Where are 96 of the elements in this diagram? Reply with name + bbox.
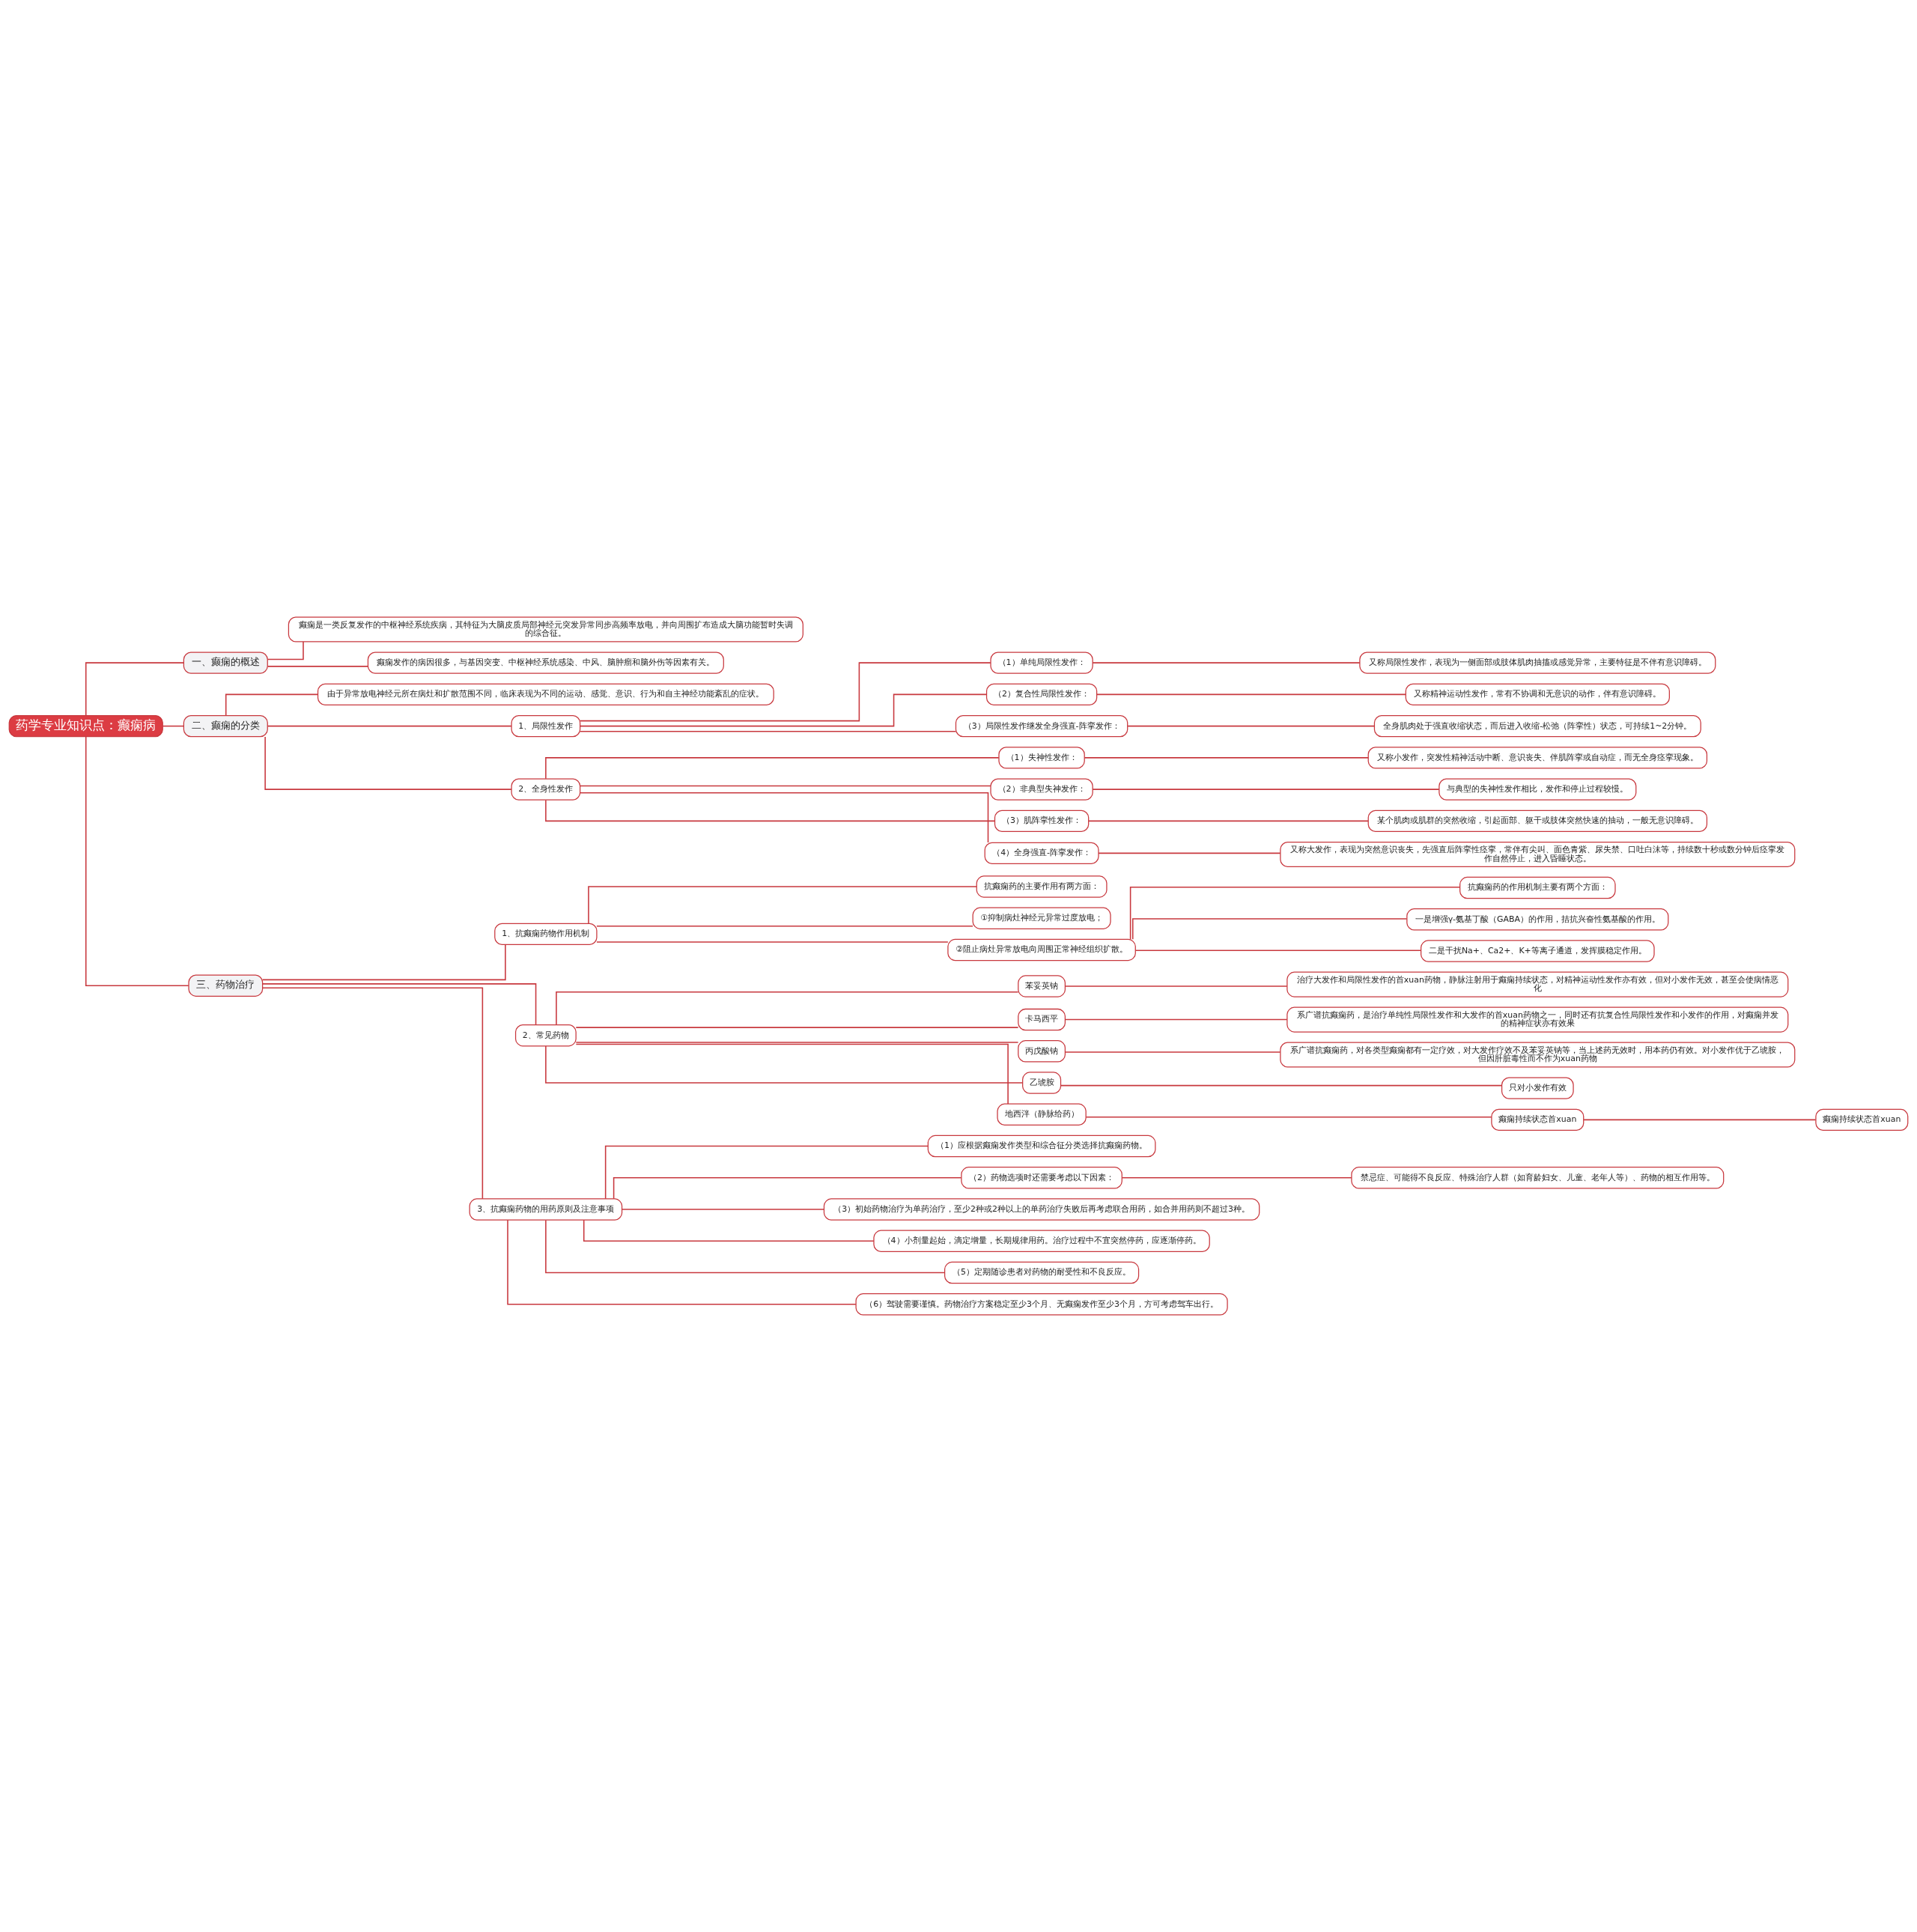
- node-box: 系广谱抗癫痫药，对各类型癫痫都有一定疗效，对大发作疗效不及苯妥英钠等，当上述药无效时，用本药仍有效。对小发作优于乙琥胺，但因肝脏毒性而不作为xuan药物: [1280, 1042, 1796, 1068]
- connector: [1064, 1018, 1288, 1021]
- connector: [545, 1219, 946, 1274]
- node-box: 又称大发作，表现为突然意识丧失，先强直后阵挛性痉挛，常伴有尖叫、面色青紫、尿失禁、口吐白沫等，持续数十秒或数分钟后痉挛发作自然停止，进入昏睡状态。: [1280, 841, 1796, 868]
- connector: [1583, 1119, 1817, 1121]
- connector: [575, 1042, 1019, 1043]
- connector: [583, 1219, 875, 1242]
- node-box: 又称小发作，突发性精神活动中断、意识丧失、伴肌阵挛或自动症，而无全身痉挛现象。: [1367, 747, 1708, 769]
- connector: [1131, 918, 1408, 940]
- node-box: 乙琥胺: [1022, 1072, 1062, 1094]
- connector: [588, 886, 977, 924]
- connector: [262, 987, 484, 1200]
- node-box: 抗癫痫药的作用机制主要有两个方面：: [1459, 876, 1616, 899]
- node-box: 苯妥英钠: [1018, 975, 1066, 997]
- node-box: 一、癫痫的概述: [183, 651, 268, 674]
- node-box: 药学专业知识点：癫痫病: [8, 714, 163, 738]
- node-box: 与典型的失神性发作相比，发作和停止过程较慢。: [1438, 778, 1637, 801]
- connector: [261, 983, 537, 1026]
- node-box: 卡马西平: [1018, 1008, 1066, 1031]
- connector: [575, 1027, 1019, 1028]
- connector: [579, 785, 991, 787]
- connector: [1092, 789, 1440, 790]
- node-box: 由于异常放电神经元所在病灶和扩散范围不同，临床表现为不同的运动、感觉、意识、行为和自主神经功能紊乱的症状。: [317, 683, 774, 706]
- connector: [1064, 985, 1288, 987]
- connector: [1129, 887, 1461, 941]
- connector: [267, 641, 304, 660]
- node-box: 地西泮（静脉给药）: [997, 1103, 1087, 1126]
- node-box: 癫痫是一类反复发作的中枢神经系统疾病，其特征为大脑皮质局部神经元突发异常同步高频率放电，并向周围扩布造成大脑功能暂时失调的综合征。: [288, 616, 803, 643]
- connector: [575, 1043, 1009, 1105]
- node-box: 系广谱抗癫痫药，是治疗单纯性局限性发作和大发作的首xuan药物之一，同时还有抗复合性局限性发作和小发作的作用，对癫痫并发的精神症状亦有效果: [1286, 1006, 1789, 1033]
- node-box: 一是增强γ-氨基丁酸（GABA）的作用，拮抗兴奋性氨基酸的作用。: [1406, 908, 1669, 931]
- connector: [1134, 950, 1422, 952]
- connector: [1084, 757, 1369, 759]
- node-box: （1）单纯局限性发作：: [990, 651, 1093, 674]
- connector: [1096, 693, 1406, 696]
- connector: [545, 799, 996, 822]
- connector: [1092, 662, 1361, 663]
- node-box: 2、常见药物: [514, 1024, 577, 1047]
- node-box: 又称局限性发作，表现为一侧面部或肢体肌肉抽搐或感觉异常，主要特征是不伴有意识障碍。: [1359, 651, 1716, 674]
- node-box: 丙戊酸钠: [1018, 1040, 1066, 1063]
- connector: [579, 792, 989, 843]
- node-box: 1、抗癫痫药物作用机制: [494, 923, 598, 946]
- connector: [579, 693, 988, 727]
- connector: [1060, 1084, 1503, 1087]
- node-box: （5）定期随诊患者对药物的耐受性和不良反应。: [944, 1261, 1140, 1284]
- node-box: 禁忌症、可能得不良反应、特殊治疗人群（如育龄妇女、儿童、老年人等）、药物的相互作用等。: [1351, 1167, 1725, 1189]
- node-box: （4）全身强直-阵挛发作：: [984, 842, 1099, 865]
- connector: [545, 757, 1000, 780]
- node-box: 二是干扰Na+、Ca2+、K+等离子通道，发挥膜稳定作用。: [1421, 940, 1655, 962]
- node-box: （3）肌阵挛性发作：: [994, 809, 1090, 833]
- connector: [556, 991, 1019, 1026]
- connector: [162, 725, 184, 727]
- connector: [1127, 725, 1376, 727]
- connector: [1087, 820, 1369, 822]
- node-box: 2、全身性发作: [511, 778, 581, 801]
- connector: [545, 1045, 1024, 1084]
- node-box: 治疗大发作和局限性发作的首xuan药物，静脉注射用于癫痫持续状态，对精神运动性发作亦有效，但对小发作无效，甚至会使病情恶化: [1286, 971, 1789, 997]
- node-box: 三、药物治疗: [188, 974, 264, 997]
- node-box: （1）失神性发作：: [998, 747, 1085, 769]
- connector: [1085, 1117, 1492, 1118]
- node-box: 只对小发作有效: [1501, 1077, 1574, 1099]
- node-box: 某个肌肉或肌群的突然收缩，引起面部、躯干或肢体突然快速的抽动，一般无意识障碍。: [1367, 809, 1708, 833]
- connector: [85, 736, 189, 986]
- connector: [1098, 852, 1281, 854]
- node-box: （2）药物选项时还需要考虑以下因素：: [961, 1167, 1122, 1189]
- node-box: 全身肌肉处于强直收缩状态，而后进入收缩-松弛（阵挛性）状态，可持续1~2分钟。: [1373, 714, 1701, 738]
- connector: [579, 730, 957, 732]
- connector: [596, 926, 973, 927]
- node-box: （3）初始药物治疗为单药治疗，至少2种或2种以上的单药治疗失败后再考虑联合用药，如合并用药则不超过3种。: [823, 1198, 1260, 1221]
- node-box: ①抑制病灶神经元异常过度放电；: [972, 907, 1111, 929]
- node-box: （2）非典型失神发作：: [990, 778, 1093, 801]
- node-box: 又称精神运动性发作，常有不协调和无意识的动作，伴有意识障碍。: [1405, 683, 1670, 706]
- connector: [604, 1145, 929, 1200]
- node-box: （2）复合性局限性发作：: [985, 683, 1098, 706]
- node-box: （6）驾驶需要谨慎。药物治疗方案稳定至少3个月、无癫痫发作至少3个月，方可考虑驾车出行。: [855, 1293, 1228, 1316]
- connector: [596, 941, 949, 943]
- node-box: 癫痫发作的病因很多，与基因突变、中枢神经系统感染、中风、脑肿瘤和脑外伤等因素有关。: [367, 651, 724, 674]
- node-box: 癫痫持续状态首xuan: [1815, 1108, 1909, 1131]
- connector: [267, 725, 512, 727]
- node-box: 二、癫痫的分类: [183, 714, 268, 738]
- node-box: （3）局限性发作继发全身强直-阵挛发作：: [955, 714, 1128, 738]
- connector: [622, 1209, 825, 1210]
- node-box: （4）小剂量起始，滴定增量，长期规律用药。治疗过程中不宜突然停药，应逐渐停药。: [873, 1230, 1210, 1252]
- connector: [1064, 1051, 1281, 1053]
- node-box: 3、抗癫痫药物的用药原则及注意事项: [469, 1198, 623, 1221]
- node-box: 抗癫痫药的主要作用有两方面：: [976, 875, 1108, 898]
- connector: [579, 662, 991, 722]
- node-box: （1）应根据癫痫发作类型和综合征分类选择抗癫痫药物。: [927, 1134, 1156, 1158]
- connector: [267, 666, 369, 667]
- connector: [264, 736, 512, 790]
- node-box: 癫痫持续状态首xuan: [1491, 1108, 1585, 1131]
- connector: [85, 662, 185, 717]
- node-box: ②阻止病灶异常放电向周围正常神经组织扩散。: [947, 938, 1136, 962]
- node-box: 1、局限性发作: [511, 714, 581, 738]
- connector: [507, 1219, 857, 1305]
- connector: [262, 944, 506, 981]
